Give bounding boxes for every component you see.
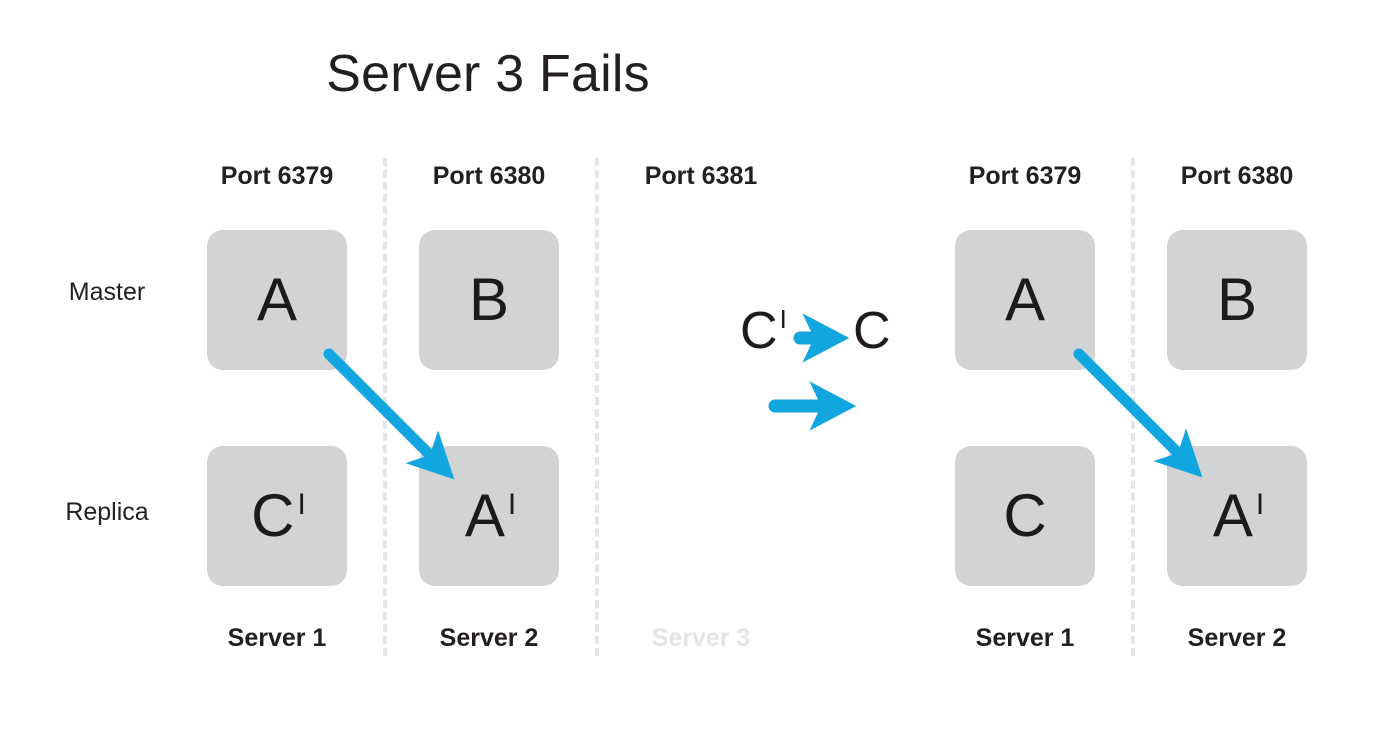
node-after-server1-replica[interactable]: C (955, 446, 1095, 586)
server-label-before-3: Server 3 (651, 624, 751, 652)
row-label-master: Master (68, 278, 146, 306)
server-label-before-1: Server 1 (227, 624, 327, 652)
port-label-after-server2: Port 6380 (1180, 162, 1294, 190)
port-label-before-server2: Port 6380 (432, 162, 546, 190)
node-after-server2-master[interactable]: B (1167, 230, 1307, 370)
node-before-server2-master[interactable]: B (419, 230, 559, 370)
server-label-before-2: Server 2 (439, 624, 539, 652)
server-label-after-1: Server 1 (975, 624, 1075, 652)
port-label-before-server1: Port 6379 (220, 162, 334, 190)
node-glyph: B (468, 266, 510, 333)
page-title: Server 3 Fails (326, 45, 650, 103)
node-after-server1-master[interactable]: A (955, 230, 1095, 370)
node-glyph: A (256, 266, 298, 333)
transition-to-label: C (853, 302, 891, 360)
divider-after-1 (1131, 158, 1135, 656)
transition-from-label: CI (740, 302, 787, 360)
port-label-after-server1: Port 6379 (968, 162, 1082, 190)
divider-before-2 (595, 158, 599, 656)
node-glyph: A (1004, 266, 1046, 333)
row-label-replica: Replica (65, 498, 149, 526)
node-glyph: C (1003, 482, 1047, 549)
divider-before-1 (383, 158, 387, 656)
port-label-before-server3: Port 6381 (644, 162, 758, 190)
node-glyph: B (1216, 266, 1258, 333)
node-before-server1-master[interactable]: A (207, 230, 347, 370)
server-label-after-2: Server 2 (1187, 624, 1287, 652)
